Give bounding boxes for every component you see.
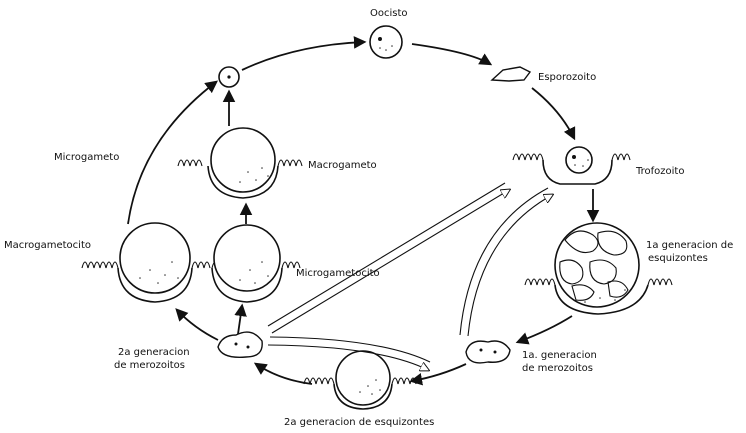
arrow-macrogametocyte-to-zygote xyxy=(128,82,216,224)
label-trofozoito: Trofozoito xyxy=(635,166,684,177)
macrogametocyte-cell xyxy=(82,223,210,302)
label-macrogametocito: Macrogametocito xyxy=(4,240,91,251)
hollow-arrow-merozoites-1-to-trophozoite xyxy=(460,188,552,336)
label-macrogameto: Macrogameto xyxy=(308,160,377,171)
label-merozoitos-2-line1: 2a generacion xyxy=(118,347,190,358)
label-microgametocito: Microgametocito xyxy=(296,268,380,279)
label-oocisto: Oocisto xyxy=(370,8,408,19)
sporozoite-shape xyxy=(492,67,530,81)
arrow-oocyst-to-sporozoite xyxy=(412,44,490,64)
arrow-merozoites-2-to-microgametocyte xyxy=(238,306,242,334)
zygote-cell xyxy=(219,67,239,87)
label-merozoitos-2-line2: de merozoitos xyxy=(114,360,185,371)
cell-stippling xyxy=(139,45,626,395)
arrow-merozoites-2-to-macrogametocyte xyxy=(177,310,218,340)
arrow-zygote-to-oocyst xyxy=(242,42,364,70)
hollow-arrow-merozoites-2-to-trophozoite xyxy=(268,183,509,333)
arrow-schizont-1-to-merozoites-1 xyxy=(518,316,572,342)
arrow-sporozoite-to-trophozoite xyxy=(532,88,574,138)
label-merozoitos-1-line2: de merozoitos xyxy=(522,363,593,374)
label-esporozoito: Esporozoito xyxy=(538,72,596,83)
merozoites-1-shape xyxy=(466,341,510,363)
label-esquizontes-2: 2a generacion de esquizontes xyxy=(284,417,434,428)
trophozoite-cell xyxy=(513,147,630,184)
schizont-1-cell xyxy=(525,223,672,314)
oocyst-cell xyxy=(370,26,402,58)
label-esquizontes-1-line2: esquizontes xyxy=(648,253,708,264)
label-esquizontes-1-line1: 1a generacion de xyxy=(646,240,733,251)
label-microgameto: Microgameto xyxy=(54,152,119,163)
label-merozoitos-1-line1: 1a. generacion xyxy=(522,350,597,361)
macrogamete-cell xyxy=(178,128,302,198)
microgametocyte-cell xyxy=(212,225,300,302)
arrow-schizont-2-to-merozoites-2 xyxy=(256,364,312,384)
merozoites-2-shape xyxy=(218,332,262,357)
